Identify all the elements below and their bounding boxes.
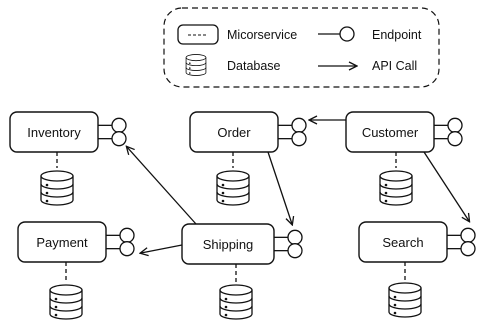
order-service-box bbox=[189, 111, 279, 153]
database-icon bbox=[216, 170, 250, 206]
legend-api-call-label: API Call bbox=[372, 59, 417, 73]
service-customer: Customer bbox=[345, 111, 463, 206]
database-icon bbox=[379, 170, 413, 206]
service-payment: Payment bbox=[17, 221, 135, 320]
payment-service-box bbox=[17, 221, 107, 263]
legend: Micorservice Endpoint Database API Call bbox=[163, 7, 440, 88]
database-icon bbox=[40, 170, 74, 206]
shipping-service-label: Shipping bbox=[203, 237, 254, 252]
api-call-shipping-to-inventory bbox=[127, 147, 197, 225]
endpoint-icon bbox=[287, 229, 303, 245]
legend-microservice-label: Micorservice bbox=[227, 28, 297, 42]
service-shipping: Shipping bbox=[181, 223, 303, 320]
database-icon bbox=[49, 284, 83, 320]
inventory-service-label: Inventory bbox=[27, 125, 81, 140]
legend-api-call-item: API Call bbox=[318, 59, 417, 73]
endpoint-icon bbox=[460, 241, 476, 257]
api-call-shipping-to-payment bbox=[141, 244, 183, 253]
search-service-label: Search bbox=[382, 235, 423, 250]
endpoint-icon bbox=[111, 117, 127, 133]
endpoint-icon bbox=[291, 117, 307, 133]
inventory-service-box bbox=[9, 111, 99, 153]
legend-frame bbox=[163, 7, 440, 88]
customer-service-box bbox=[345, 111, 435, 153]
api-call-order-to-shipping bbox=[267, 151, 292, 224]
api-call-customer-to-search bbox=[423, 151, 469, 221]
service-search: Search bbox=[358, 221, 476, 318]
endpoint-icon bbox=[119, 241, 135, 257]
database-icon bbox=[388, 282, 422, 318]
endpoint-icon bbox=[111, 131, 127, 147]
shipping-service-box bbox=[181, 223, 275, 265]
payment-service-label: Payment bbox=[36, 235, 88, 250]
database-symbol-icon bbox=[185, 54, 207, 76]
endpoint-icon bbox=[447, 131, 463, 147]
endpoint-icon bbox=[291, 131, 307, 147]
endpoint-icon bbox=[460, 227, 476, 243]
endpoint-icon bbox=[119, 227, 135, 243]
legend-database-label: Database bbox=[227, 59, 281, 73]
legend-endpoint-item: Endpoint bbox=[318, 26, 422, 42]
service-inventory: Inventory bbox=[9, 111, 127, 206]
database-icon bbox=[219, 284, 253, 320]
endpoint-symbol-icon bbox=[339, 26, 355, 42]
endpoint-icon bbox=[287, 243, 303, 259]
api-calls bbox=[127, 120, 469, 253]
search-service-box bbox=[358, 221, 448, 263]
legend-endpoint-label: Endpoint bbox=[372, 28, 422, 42]
customer-service-label: Customer bbox=[362, 125, 419, 140]
database-links bbox=[56, 152, 406, 282]
endpoint-icon bbox=[447, 117, 463, 133]
legend-microservice-item: Micorservice bbox=[177, 24, 297, 45]
service-order: Order bbox=[189, 111, 307, 206]
order-service-label: Order bbox=[217, 125, 251, 140]
legend-database-item: Database bbox=[185, 54, 281, 76]
